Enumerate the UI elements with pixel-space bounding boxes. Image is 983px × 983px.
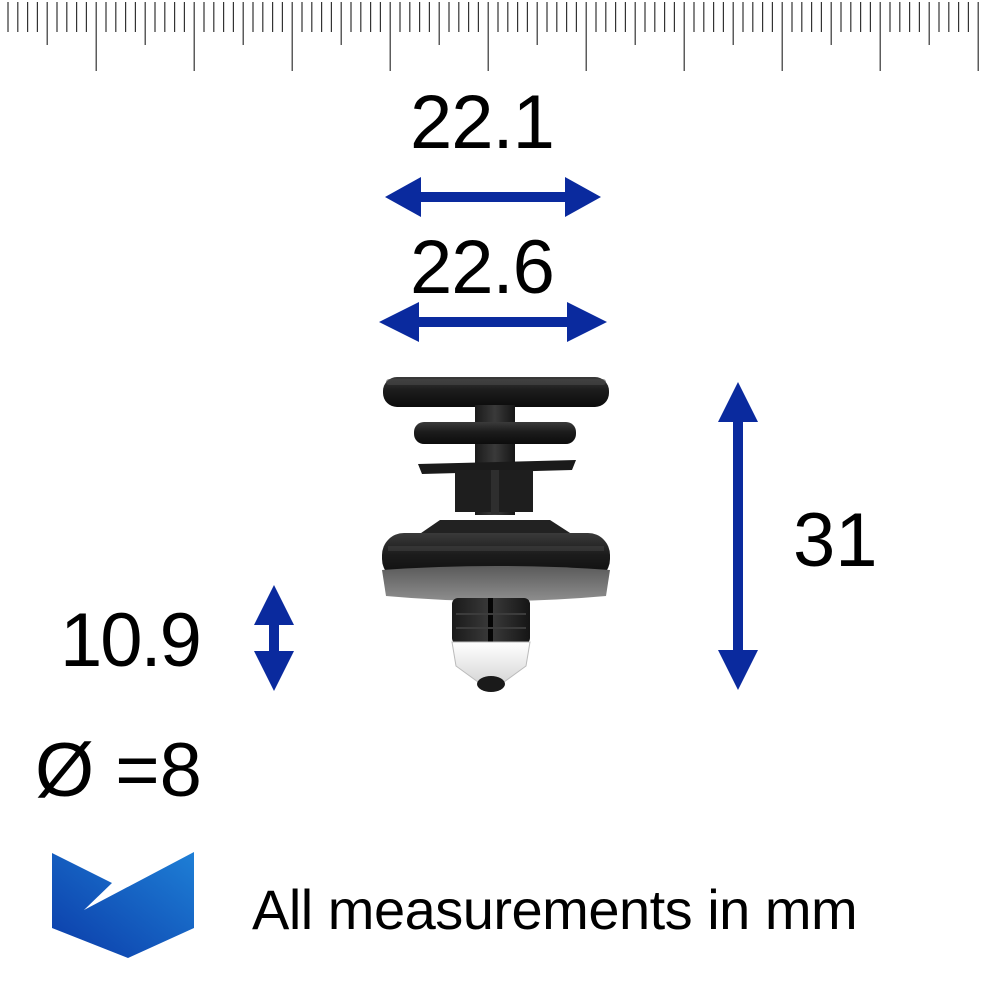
overall-height-arrow-icon	[718, 382, 758, 690]
panel-thickness-arrow-icon	[254, 585, 294, 691]
ruler-ticks	[7, 2, 979, 71]
flange-width-arrow-icon	[379, 302, 607, 342]
panel-thickness-label: 10.9	[60, 598, 202, 683]
trim-clip-image	[382, 377, 610, 692]
units-note: All measurements in mm	[252, 878, 858, 941]
head-width-label: 22.1	[410, 80, 555, 165]
flange-width-label: 22.6	[410, 225, 555, 310]
hole-diameter-label: Ø =8	[35, 728, 202, 813]
overall-height-label: 31	[793, 498, 878, 583]
head-width-arrow-icon	[385, 177, 601, 217]
measurement-ruler	[0, 0, 983, 75]
chevron-shield-logo-icon	[52, 852, 194, 958]
